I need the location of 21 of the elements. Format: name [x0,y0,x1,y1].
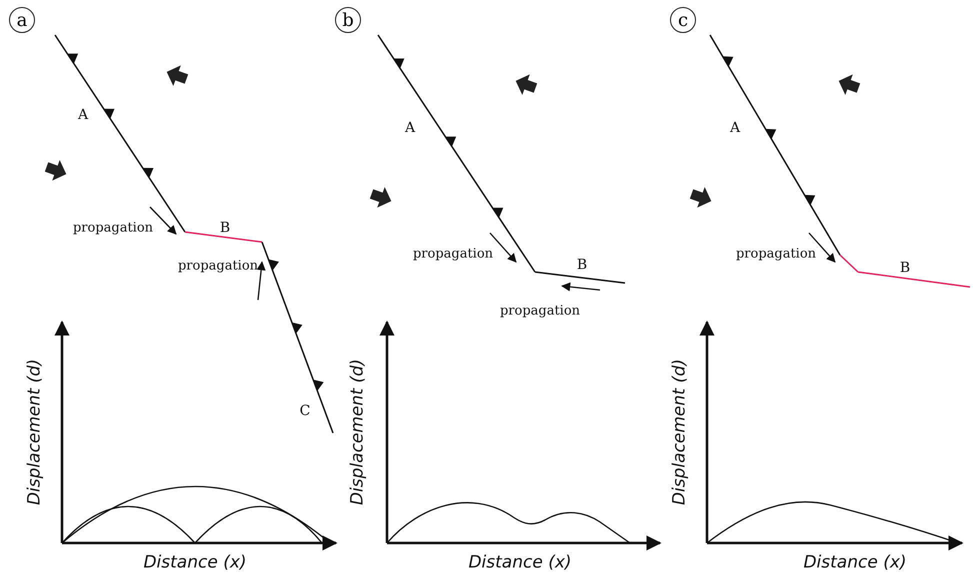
axis-label: Distance (x) [143,554,247,572]
fault-label: B [576,258,588,272]
fault-label: A [730,121,740,135]
fault-label: B [900,261,910,275]
axis-label: Distance (x) [803,554,907,572]
fault-label: A [78,108,88,122]
propagation-label: propagation [736,248,816,260]
axis-label: Displacement (d) [26,358,44,506]
propagation-label: propagation [412,248,494,260]
propagation-label: propagation [178,260,258,272]
fault-label: A [404,121,416,135]
panel-label: b [335,7,361,33]
panel-label: a [9,7,35,33]
panel-label: c [670,7,696,33]
propagation-label: propagation [72,222,154,234]
fault-label: B [220,221,230,235]
fault-label: C [300,404,310,418]
propagation-label: propagation [500,304,580,318]
axis-label: Distance (x) [468,554,572,572]
axis-label: Displacement (d) [350,358,366,506]
axis-label: Displacement (d) [672,358,688,506]
